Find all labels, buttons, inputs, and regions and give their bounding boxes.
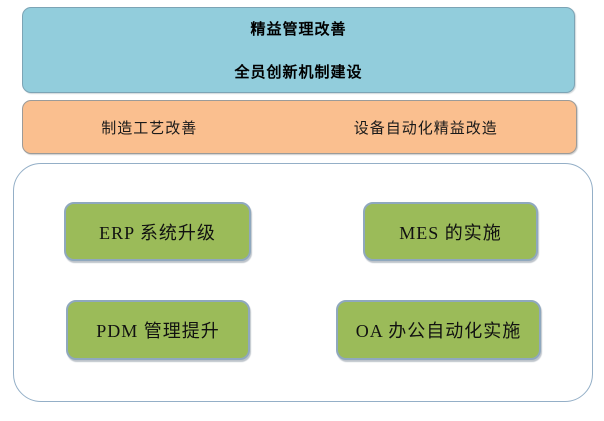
pdm-management-box: PDM 管理提升	[66, 300, 250, 360]
erp-upgrade-box: ERP 系统升级	[64, 202, 251, 261]
mes-implementation-box: MES 的实施	[363, 202, 538, 261]
equipment-automation-label: 设备自动化精益改造	[353, 119, 498, 137]
process-improvement-box: 制造工艺改善 设备自动化精益改造	[22, 100, 577, 154]
oa-automation-box: OA 办公自动化实施	[336, 300, 541, 360]
it-systems-container: ERP 系统升级 MES 的实施 PDM 管理提升 OA 办公自动化实施	[13, 163, 593, 402]
manufacturing-process-label: 制造工艺改善	[101, 119, 198, 137]
innovation-mechanism-label: 全员创新机制建设	[234, 64, 363, 81]
lean-management-box: 精益管理改善 全员创新机制建设	[22, 7, 575, 93]
lean-management-label: 精益管理改善	[250, 21, 347, 38]
